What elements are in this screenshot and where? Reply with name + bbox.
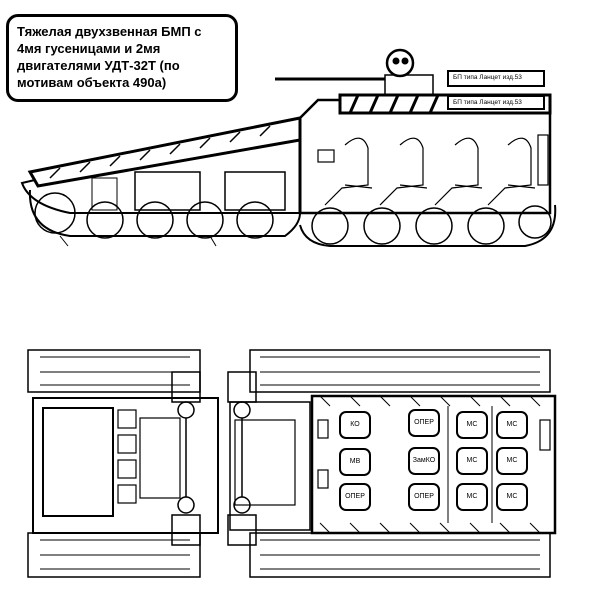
turret-armor-hatch: [348, 94, 440, 114]
launcher-box-top: [447, 70, 545, 87]
front-armor-hatch: [49, 125, 271, 179]
launcher-label-bottom: БП типа Ланцет изд.53: [453, 99, 522, 106]
seated-crew: [324, 137, 536, 206]
troop-compartment-plan: [310, 394, 557, 535]
seat-ms-2: МС: [496, 411, 528, 439]
seat-oper-1: ОПЕР: [408, 409, 440, 437]
rear-module-hull: [298, 98, 552, 215]
top-view: [27, 349, 557, 578]
seat-oper-2: ОПЕР: [339, 483, 371, 511]
engine-block-1: [134, 171, 201, 211]
turret-camera: [385, 48, 415, 78]
upper-track-front: [27, 349, 201, 393]
hatch-hatching: [319, 395, 541, 534]
launcher-box-bottom: [447, 95, 545, 110]
seat-ms-1: МС: [456, 411, 488, 439]
seat-oper-3: ОПЕР: [408, 483, 440, 511]
turret-base: [338, 93, 552, 115]
front-armor-plate: [27, 116, 302, 188]
side-view: [20, 48, 557, 247]
title-box: Тяжелая двухзвенная БМП с 4мя гусеницами…: [6, 14, 238, 102]
seat-ms-6: МС: [496, 483, 528, 511]
road-wheels: [34, 192, 552, 245]
front-hatch: [42, 407, 114, 517]
launcher-label-top: БП типа Ланцет изд.53: [453, 74, 522, 81]
rear-track: [299, 204, 557, 247]
upper-track-rear: [249, 349, 551, 393]
front-module-plan: [32, 397, 219, 534]
rear-engine-plan: [229, 401, 311, 531]
diagram-title: Тяжелая двухзвенная БМП с 4мя гусеницами…: [17, 24, 202, 90]
front-module-hull: [20, 116, 301, 214]
seat-ko: КО: [339, 411, 371, 439]
seat-ms-4: МС: [496, 447, 528, 475]
seat-ms-5: МС: [456, 483, 488, 511]
front-track: [28, 189, 301, 237]
seat-mv: МВ: [339, 448, 371, 476]
seat-zamko: ЗамКО: [408, 447, 440, 475]
engine-block-2: [224, 171, 286, 211]
track-links: [40, 356, 540, 570]
seat-ms-3: МС: [456, 447, 488, 475]
